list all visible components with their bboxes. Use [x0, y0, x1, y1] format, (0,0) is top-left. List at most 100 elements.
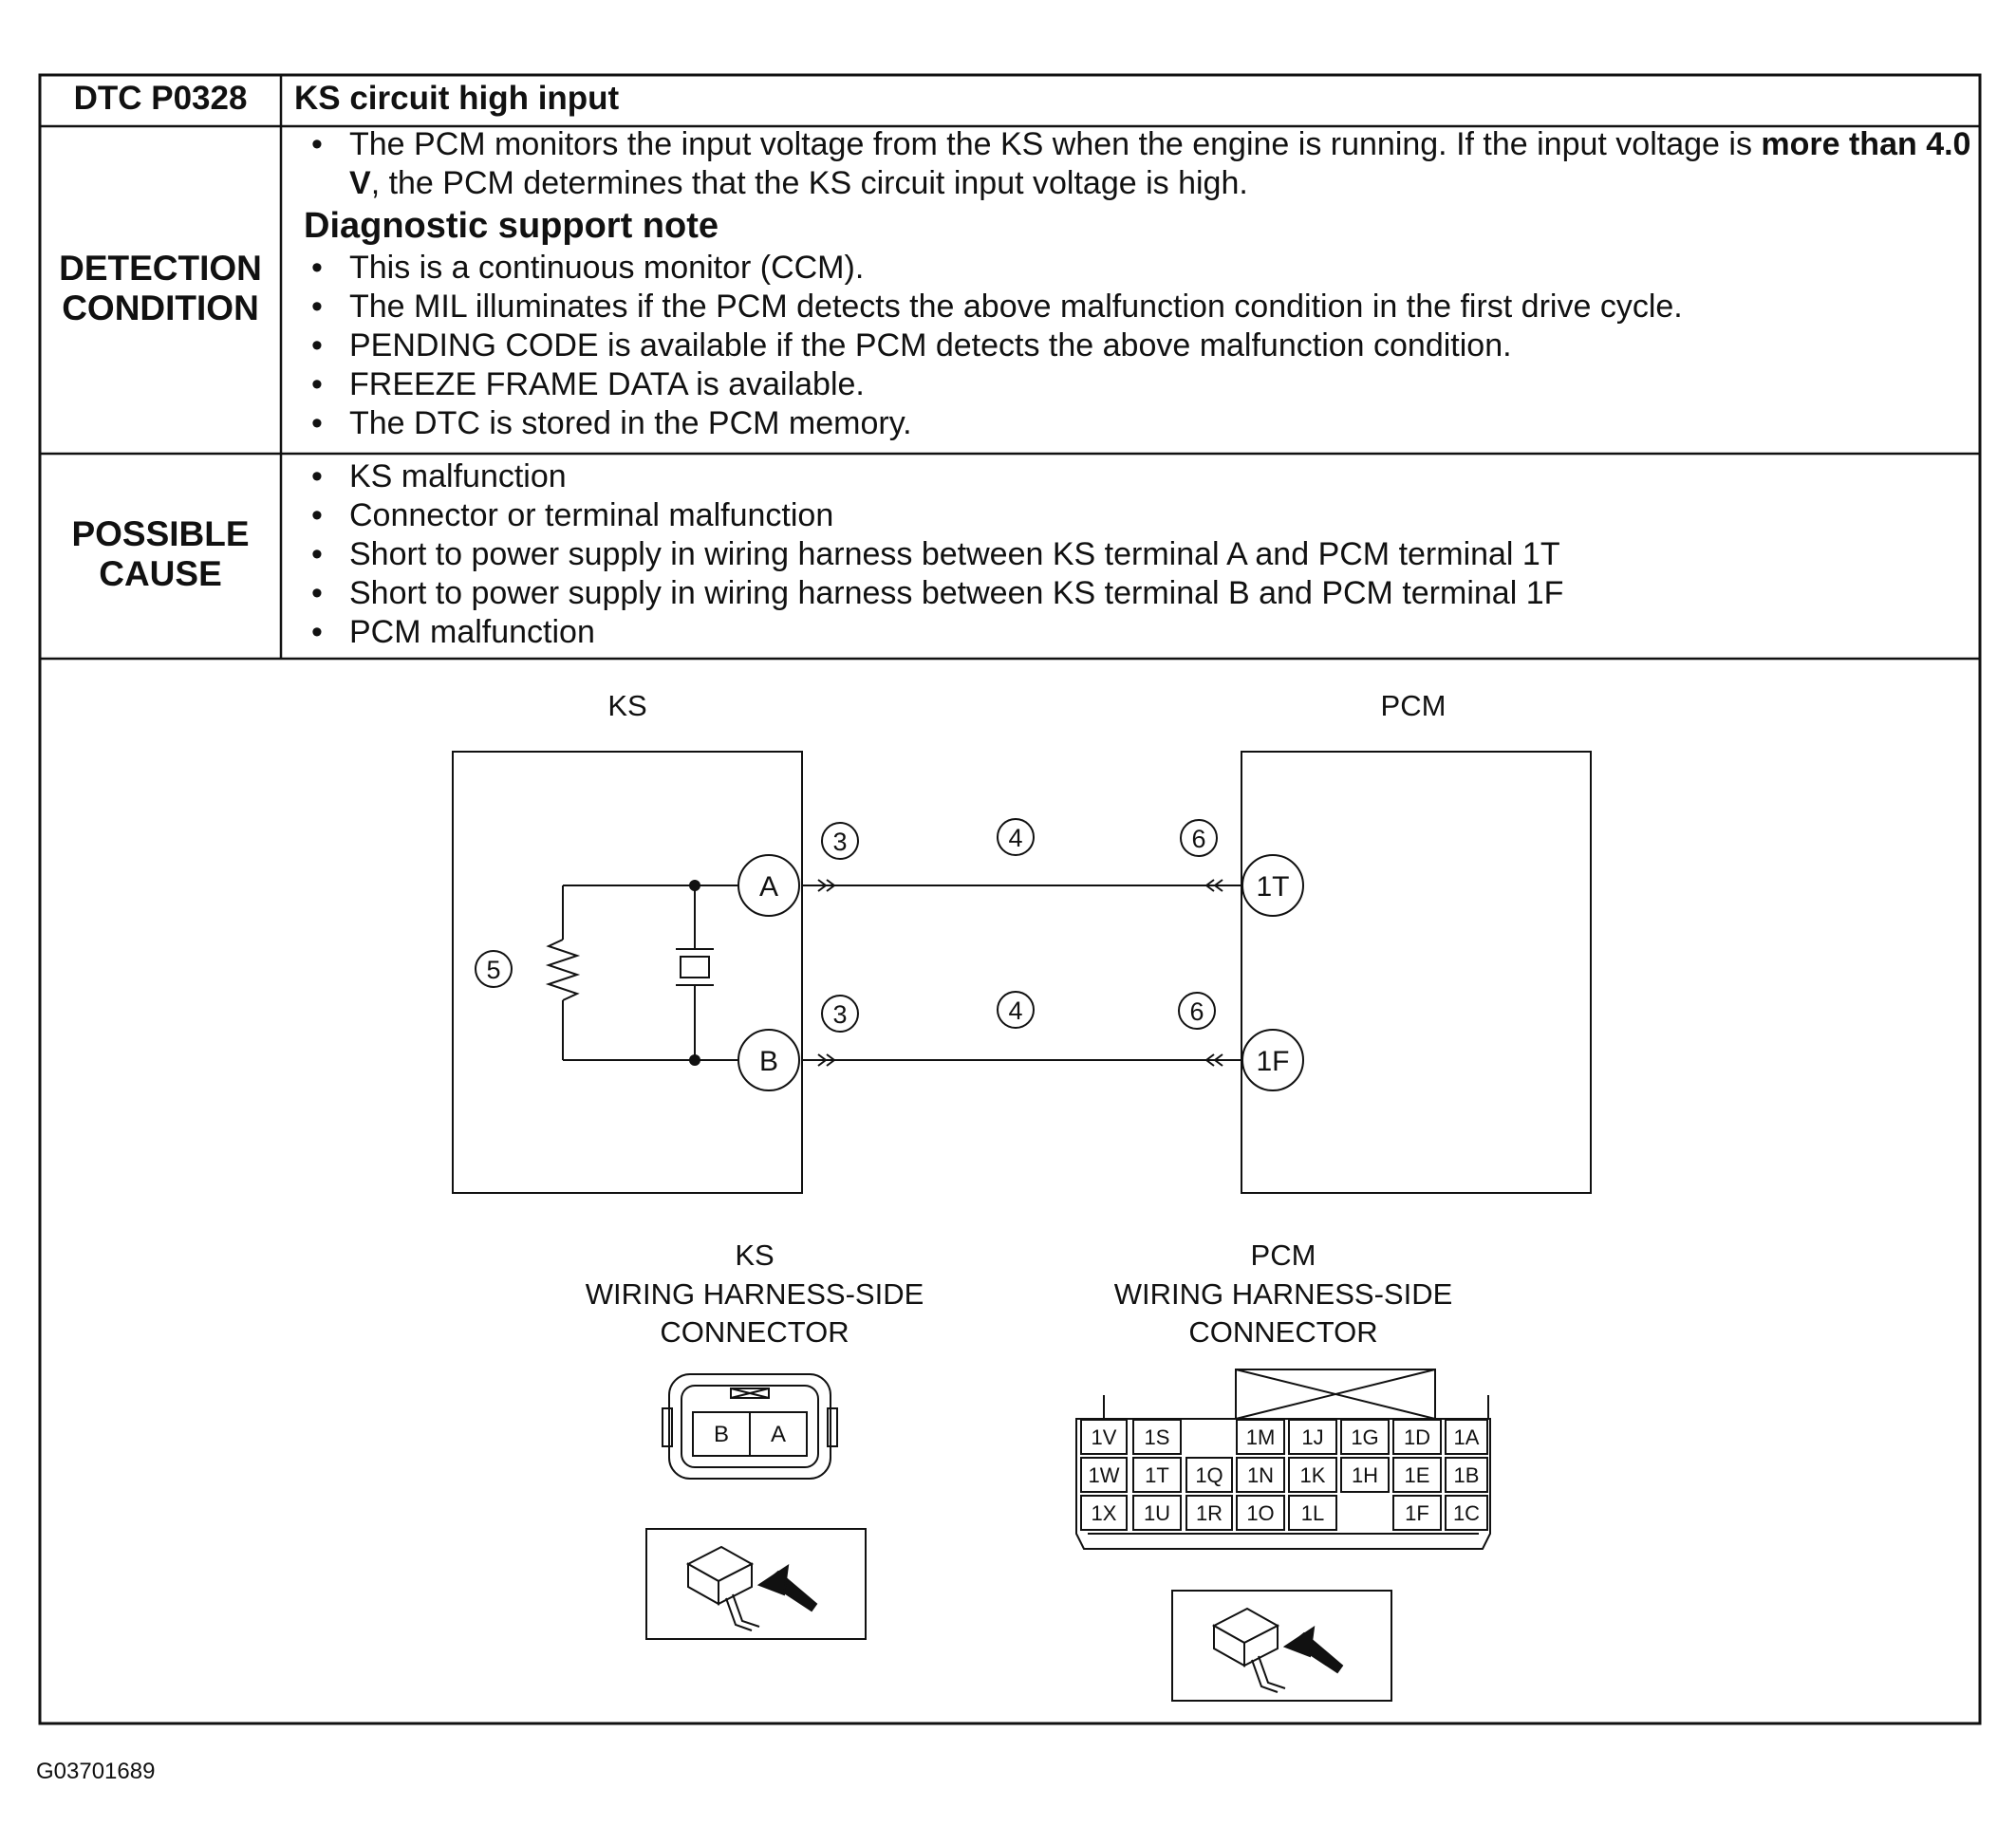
- chevron-left-icon: [1213, 1053, 1223, 1067]
- pcm-pin-label: 1O: [1246, 1501, 1274, 1525]
- pcm-terminal-1t: [1241, 854, 1304, 917]
- ks-pin-b-label: B: [714, 1422, 729, 1447]
- pcm-connector-outline: [1075, 1418, 1491, 1550]
- pcm-pin-cell: [1132, 1419, 1182, 1455]
- pcm-pin-cell: [1236, 1419, 1285, 1455]
- pcm-connector-caption: CONNECTOR: [1188, 1315, 1377, 1349]
- callout-3-bottom: [821, 995, 859, 1033]
- pcm-pin-label: 1E: [1405, 1463, 1430, 1487]
- ks-connector-view: KS WIRING HARNESS-SIDE CONNECTOR B A: [586, 1239, 924, 1640]
- pcm-pin-label: 1F: [1405, 1501, 1429, 1525]
- pcm-pin-label: 1Q: [1195, 1463, 1223, 1487]
- callout-6-text: 6: [1189, 997, 1204, 1026]
- pcm-pin-cell: [1288, 1495, 1337, 1531]
- callout-4-bottom: [997, 991, 1035, 1029]
- pcm-connector-caption: WIRING HARNESS-SIDE: [1114, 1277, 1453, 1311]
- ks-pin-a: [749, 1411, 808, 1457]
- pcm-label: PCM: [1381, 689, 1447, 722]
- wiring-diagram: KS PCM A B 1T 1F: [452, 689, 1592, 1194]
- chevron-right-icon: [817, 1053, 828, 1067]
- detection-condition-text: The PCM monitors the input voltage from …: [296, 125, 1976, 443]
- detection-condition-label: DETECTION CONDITION: [59, 249, 262, 327]
- probe-direction-icon-frame: [645, 1528, 867, 1640]
- pcm-connector-caption: PCM: [1251, 1239, 1316, 1272]
- pcm-pin-cell: [1340, 1457, 1390, 1493]
- figure-id: G03701689: [36, 1759, 155, 1784]
- diagnostic-support-note-heading: Diagnostic support note: [304, 206, 719, 246]
- pcm-pin-label: 1A: [1454, 1425, 1480, 1449]
- pcm-pin-cell: [1392, 1495, 1442, 1531]
- pcm-pin-label: 1H: [1352, 1463, 1378, 1487]
- pcm-pin-cell: [1236, 1457, 1285, 1493]
- connector-probe-icon: [685, 1545, 818, 1631]
- note-item: FREEZE FRAME DATA is available.: [311, 365, 1976, 404]
- ks-connector-caption: KS: [735, 1239, 774, 1272]
- note-item: This is a continuous monitor (CCM).: [311, 249, 1976, 288]
- note-item: The DTC is stored in the PCM memory.: [311, 404, 1976, 443]
- pcm-pin-label: 1R: [1196, 1501, 1223, 1525]
- ks-box: [452, 751, 803, 1194]
- piezo-element-icon: [680, 956, 710, 978]
- pcm-pin-cell: [1288, 1457, 1337, 1493]
- chevron-right-icon: [826, 1053, 836, 1067]
- callout-6-top: [1180, 819, 1218, 857]
- chevron-left-icon: [1204, 1053, 1215, 1067]
- pcm-pin-label: 1W: [1089, 1463, 1120, 1487]
- ks-internal-circuit: [545, 885, 737, 1061]
- pcm-pin-label: 1D: [1404, 1425, 1430, 1449]
- pcm-terminal-1f: [1241, 1029, 1304, 1091]
- pcm-pin-label: 1S: [1145, 1425, 1170, 1449]
- ks-label: KS: [607, 689, 646, 722]
- possible-cause-list: KS malfunction Connector or terminal mal…: [296, 457, 1976, 652]
- pcm-pin-cell: [1445, 1419, 1488, 1455]
- callout-6-bottom: [1178, 992, 1216, 1030]
- pcm-terminal-1t-label: 1T: [1256, 871, 1289, 903]
- ks-terminal-b: [737, 1029, 800, 1091]
- callout-5-text: 5: [486, 956, 500, 984]
- callout-4-top: [997, 818, 1035, 856]
- pcm-pin-cell: [1392, 1419, 1442, 1455]
- pcm-pin-label: 1N: [1247, 1463, 1274, 1487]
- pcm-pin-label: 1C: [1453, 1501, 1480, 1525]
- callout-5: [475, 950, 513, 988]
- pcm-box: [1241, 751, 1592, 1194]
- pcm-pin-cell: [1445, 1457, 1488, 1493]
- cause-item: PCM malfunction: [311, 613, 1976, 652]
- callout-3-text: 3: [832, 1000, 847, 1029]
- pcm-pin-label: 1T: [1145, 1463, 1169, 1487]
- pcm-pin-label: 1V: [1092, 1425, 1117, 1449]
- pcm-pin-label: 1G: [1351, 1425, 1378, 1449]
- cause-item: Connector or terminal malfunction: [311, 496, 1976, 535]
- connector-probe-icon: [1211, 1607, 1344, 1693]
- pcm-pin-cell: [1080, 1457, 1128, 1493]
- pcm-pin-label: 1X: [1092, 1501, 1117, 1525]
- dtc-code: DTC P0328: [74, 80, 248, 117]
- pcm-pin-cell: [1132, 1457, 1182, 1493]
- pcm-pin-cell: [1445, 1495, 1488, 1531]
- junction-dot: [689, 1054, 700, 1066]
- pcm-pin-label: 1L: [1301, 1501, 1324, 1525]
- detection-intro: The PCM monitors the input voltage from …: [311, 125, 1976, 203]
- pcm-pin-cell: [1392, 1457, 1442, 1493]
- pcm-pin-cell: [1185, 1457, 1233, 1493]
- pcm-pin-cell: [1340, 1419, 1390, 1455]
- ks-connector-outline: [668, 1373, 831, 1480]
- callout-3-top: [821, 822, 859, 860]
- dtc-title: KS circuit high input: [294, 80, 620, 117]
- ks-terminal-a-label: A: [759, 871, 778, 903]
- pcm-pin-label: 1B: [1454, 1463, 1480, 1487]
- pcm-pin-cell: [1080, 1419, 1128, 1455]
- ks-connector-caption: CONNECTOR: [660, 1315, 849, 1349]
- note-item: PENDING CODE is available if the PCM det…: [311, 326, 1976, 365]
- pcm-terminal-1f-label: 1F: [1256, 1046, 1289, 1077]
- pcm-pin-label: 1U: [1144, 1501, 1170, 1525]
- chevron-right-icon: [826, 879, 836, 892]
- callout-6-text: 6: [1191, 825, 1205, 853]
- cause-item: Short to power supply in wiring harness …: [311, 574, 1976, 613]
- callout-4-text: 4: [1008, 997, 1022, 1025]
- ks-terminal-a: [737, 854, 800, 917]
- chevron-left-icon: [1213, 879, 1223, 892]
- chevron-right-icon: [817, 879, 828, 892]
